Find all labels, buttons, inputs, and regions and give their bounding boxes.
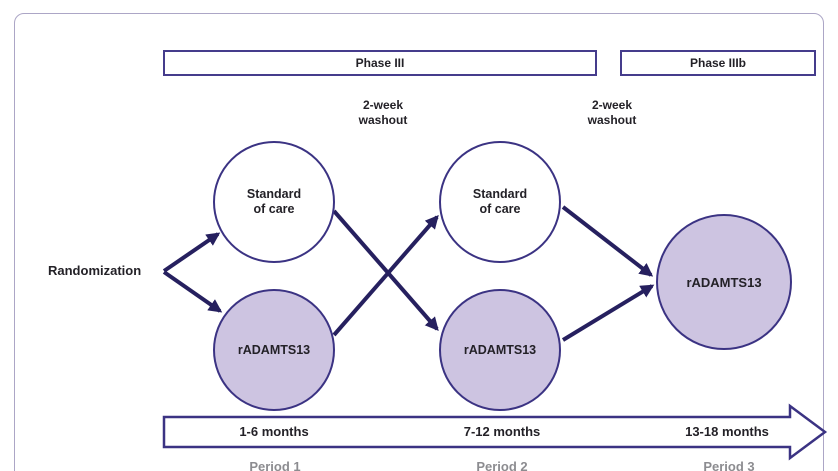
timeline-months-1: 1-6 months [239,424,309,439]
arrows-layer [162,205,828,461]
period-1-label: Period 1 [249,459,301,471]
phase-iiib-label: Phase IIIb [689,56,747,70]
arrow-soc-p1-to-radamts13-p2 [332,209,439,332]
arrow-radamts13-p1-to-soc-p2 [332,214,439,337]
circle-standard-of-care-period2: Standard of care [439,141,561,263]
arrow-randomization-to-soc-p1 [162,232,221,273]
phase-iiib-box: Phase IIIb [620,50,816,76]
timeline-months-2: 7-12 months [463,424,541,439]
timeline-arrow [162,403,828,461]
arrow-randomization-to-radamts13-p1 [162,270,223,313]
washout-label-1: 2-week washout [358,98,408,127]
randomization-label: Randomization [48,263,142,278]
timeline-months-3: 13-18 months [685,424,769,439]
phase-iii-label: Phase III [355,56,405,70]
phase-iii-box: Phase III [163,50,597,76]
circle-radamts13-period1: rADAMTS13 [213,289,335,411]
arrow-radamts13-p2-to-radamts13-p3 [561,284,655,342]
period-2-label: Period 2 [476,459,528,471]
washout-label-2: 2-week washout [587,98,637,127]
arrow-soc-p2-to-radamts13-p3 [561,205,654,277]
circle-radamts13-period2: rADAMTS13 [439,289,561,411]
diagram-card: Phase III Phase IIIb 2-week washout 2-we… [14,13,828,471]
circle-radamts13-period3: rADAMTS13 [656,214,792,350]
circle-standard-of-care-period1: Standard of care [213,141,335,263]
period-3-label: Period 3 [703,459,755,471]
